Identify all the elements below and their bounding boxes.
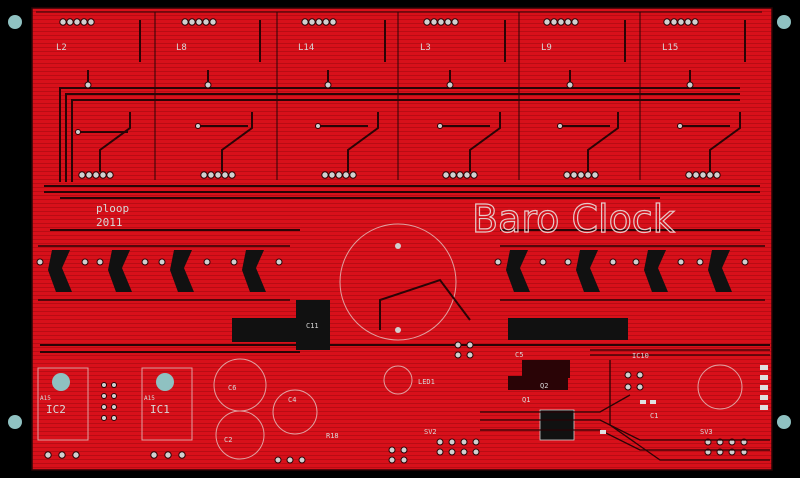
relay-label-l14: L14 — [298, 43, 314, 53]
relay-label-l15: L15 — [662, 43, 678, 53]
bus-traces — [40, 87, 770, 353]
relay-grid — [36, 11, 762, 180]
cap-c2-outline — [215, 410, 265, 460]
label-sv2: SV2 — [424, 428, 437, 436]
mounting-hole-tr — [777, 15, 791, 29]
author-label: ploop — [96, 202, 129, 215]
relay-label-l3: L3 — [420, 43, 431, 53]
buzzer-trace — [379, 278, 471, 330]
year-label: 2011 — [96, 216, 123, 229]
label-sv3: SV3 — [700, 428, 713, 436]
mounting-hole-ic2 — [52, 373, 70, 391]
label-c11: C11 — [306, 322, 319, 330]
ic-sockets — [37, 367, 193, 459]
transistor-row — [36, 245, 765, 301]
label-c1: C1 — [650, 412, 658, 420]
board-outline — [31, 7, 773, 471]
label-r18: R18 — [326, 432, 339, 440]
relay-label-l8: L8 — [176, 43, 187, 53]
mounting-hole-br — [777, 415, 791, 429]
buzzer-outline — [339, 223, 457, 341]
relay-label-l2: L2 — [56, 43, 67, 53]
regulator-block — [296, 300, 330, 350]
smd-area — [480, 349, 770, 461]
relay-label-l9: L9 — [541, 43, 552, 53]
headers — [274, 341, 748, 464]
ground-block-right — [508, 318, 628, 340]
label-c2: C2 — [224, 436, 232, 444]
ground-block-left — [232, 318, 297, 342]
sensor-outline — [697, 364, 743, 410]
label-c4: C4 — [288, 396, 296, 404]
relay-traces — [78, 20, 746, 172]
label-ic1: IC1 — [150, 403, 170, 416]
buzzer-pad-2 — [395, 327, 401, 333]
board-title: Baro Clock — [472, 197, 675, 241]
buzzer-pad-1 — [395, 243, 401, 249]
label-a15-left: A15 — [40, 395, 51, 402]
mounting-hole-tl — [8, 15, 22, 29]
relay-pads — [59, 18, 721, 179]
cap-c4-outline — [272, 389, 318, 435]
label-led1: LED1 — [418, 378, 435, 386]
led1-outline — [383, 365, 413, 395]
label-q2: Q2 — [540, 382, 548, 390]
label-c5: C5 — [515, 351, 523, 359]
label-q1: Q1 — [522, 396, 530, 404]
mounting-hole-ic1 — [156, 373, 174, 391]
mounting-hole-bl — [8, 415, 22, 429]
label-c6: C6 — [228, 384, 236, 392]
label-ic2: IC2 — [46, 403, 66, 416]
label-ic10: IC10 — [632, 352, 649, 360]
label-a15-right: A15 — [144, 395, 155, 402]
